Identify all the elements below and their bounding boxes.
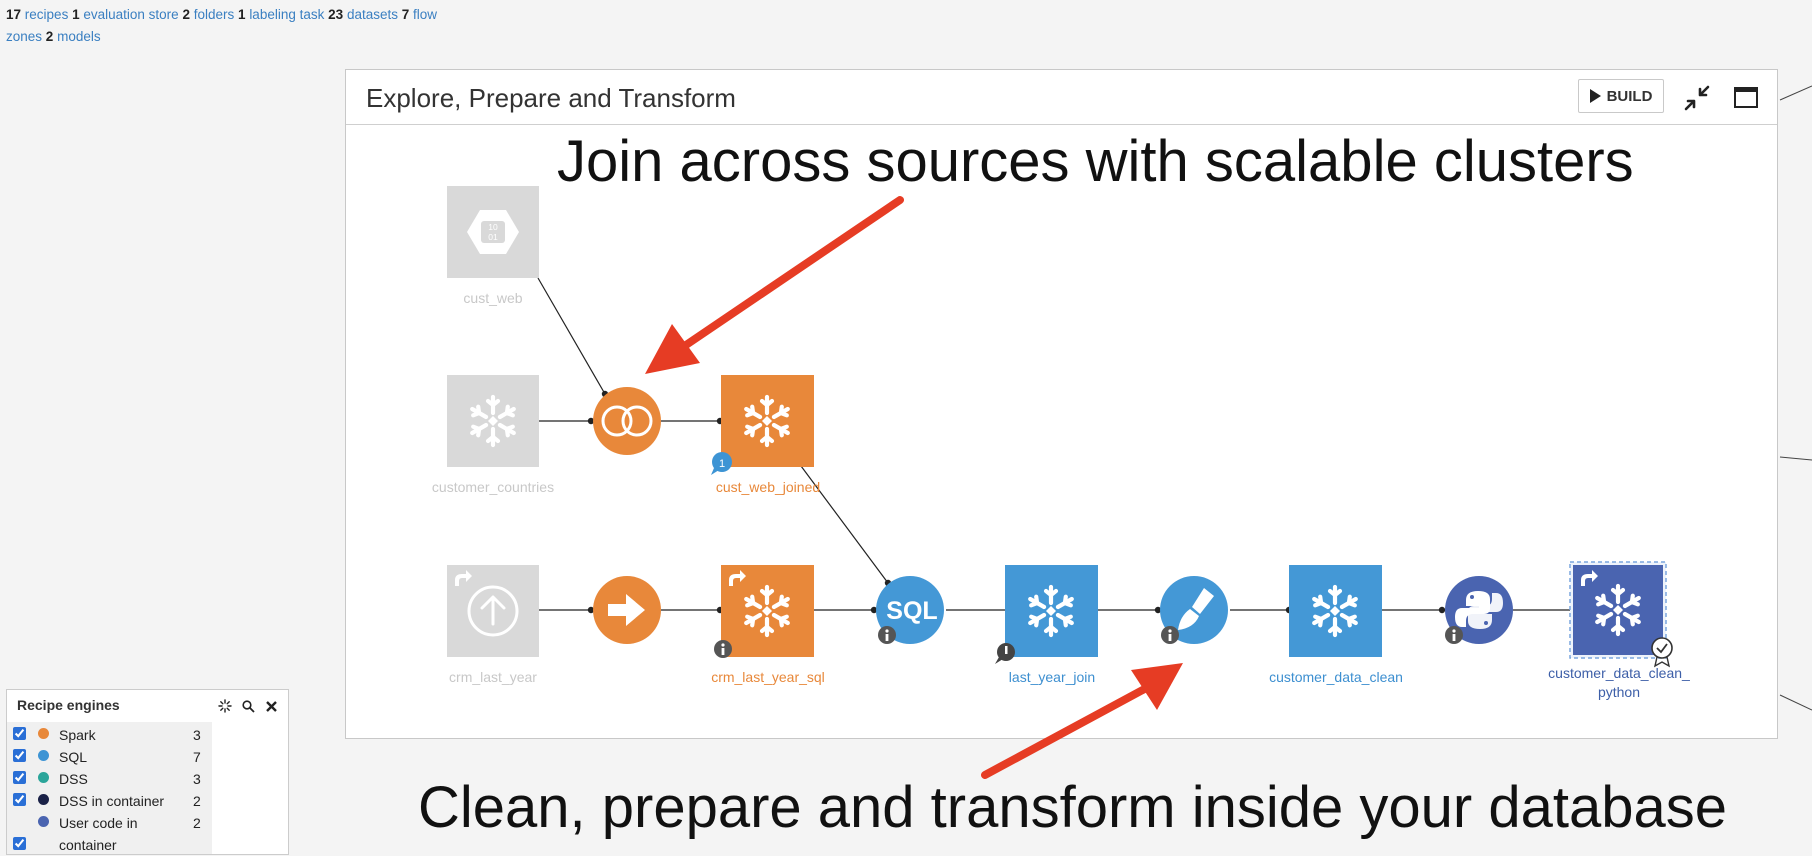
sql-recipe[interactable]: SQL	[876, 576, 944, 644]
dataset-cust-web-joined[interactable]	[721, 375, 814, 467]
info-icon[interactable]	[878, 626, 896, 644]
sync-recipe[interactable]	[593, 576, 661, 644]
legend-item-count: 2	[193, 815, 201, 831]
legend-item-spark[interactable]: Spark 3	[7, 722, 212, 744]
python-recipe[interactable]	[1445, 576, 1513, 644]
dataset-customer-data-clean[interactable]	[1289, 565, 1382, 657]
dataset-customer-countries[interactable]	[447, 375, 539, 467]
build-button-label: BUILD	[1606, 87, 1653, 105]
annotation-top: Join across sources with scalable cluste…	[557, 129, 1634, 194]
sql-color-dot	[38, 750, 49, 761]
svg-text:10: 10	[488, 222, 498, 232]
zone-header: Explore, Prepare and Transform BUILD	[346, 70, 1777, 125]
comment-icon[interactable]	[995, 643, 1015, 664]
refresh-icon[interactable]	[218, 699, 232, 716]
svg-text:1: 1	[719, 458, 725, 470]
dataset-crm-last-year[interactable]	[447, 565, 539, 657]
recipe-engines-legend: Recipe engines Spark 3 SQL 7 DSS 3	[6, 689, 289, 855]
dataset-label: crm_last_year_sql	[711, 669, 825, 685]
folders-link[interactable]: folders	[193, 7, 235, 22]
legend-item-count: 7	[193, 749, 201, 765]
datasets-count: 23	[328, 7, 344, 22]
dataset-label: python	[1598, 684, 1640, 700]
evaluation-store-count: 1	[72, 7, 80, 22]
annotation-bottom: Clean, prepare and transform inside your…	[418, 775, 1727, 840]
legend-checkbox[interactable]	[13, 727, 26, 740]
legend-checkbox[interactable]	[13, 771, 26, 784]
legend-item-count: 3	[193, 771, 201, 787]
models-count: 2	[45, 29, 54, 44]
dataset-crm-last-year-sql[interactable]	[721, 565, 814, 657]
join-recipe[interactable]	[593, 387, 661, 455]
dataset-cust-web[interactable]: 10 01	[447, 186, 539, 278]
models-link[interactable]: models	[57, 29, 101, 44]
legend-item-count: 3	[193, 727, 201, 743]
datasets-link[interactable]: datasets	[346, 7, 398, 22]
legend-item-dss[interactable]: DSS 3	[7, 766, 212, 788]
legend-item-label: User code in container	[59, 815, 138, 853]
evaluation-store-link[interactable]: evaluation store	[83, 7, 179, 22]
spark-color-dot	[38, 728, 49, 739]
collapse-icon[interactable]	[1682, 83, 1712, 113]
legend-item-count: 2	[193, 793, 201, 809]
annotation-arrow-top	[645, 196, 904, 374]
build-button[interactable]: BUILD	[1578, 79, 1664, 113]
discussion-icon[interactable]: 1	[711, 452, 732, 475]
svg-text:SQL: SQL	[886, 597, 937, 625]
legend-checkbox[interactable]	[13, 749, 26, 762]
dataset-label: customer_data_clean	[1269, 669, 1403, 685]
info-icon[interactable]	[1161, 626, 1179, 644]
legend-item-label: SQL	[59, 749, 88, 765]
legend-list: Spark 3 SQL 7 DSS 3 DSS in container 2 U…	[7, 722, 212, 854]
annotation-arrow-bottom	[981, 663, 1183, 779]
maximize-icon[interactable]	[1731, 83, 1761, 113]
dataset-label: cust_web_joined	[716, 479, 820, 495]
dataset-label: cust_web	[463, 290, 522, 306]
zone-title: Explore, Prepare and Transform	[366, 83, 736, 113]
labeling-task-link[interactable]: labeling task	[249, 7, 325, 22]
legend-item-user-code-in-container[interactable]: User code in container 2	[7, 810, 212, 854]
legend-item-sql[interactable]: SQL 7	[7, 744, 212, 766]
flow-zones-count: 7	[401, 7, 410, 22]
recipes-link[interactable]: recipes	[24, 7, 69, 22]
legend-title: Recipe engines	[17, 697, 120, 713]
user-code-color-dot	[38, 816, 49, 827]
dataset-label: customer_data_clean_	[1548, 665, 1690, 681]
play-icon	[1589, 89, 1601, 103]
dataset-label: crm_last_year	[449, 669, 537, 685]
flow-summary: 17 recipes 1 evaluation store 2 folders …	[6, 4, 446, 48]
svg-text:01: 01	[488, 232, 498, 242]
legend-checkbox[interactable]	[13, 793, 26, 806]
certified-badge-icon	[1651, 637, 1673, 668]
legend-toolbar	[218, 699, 278, 716]
prepare-recipe[interactable]	[1160, 576, 1228, 644]
info-icon[interactable]	[714, 640, 732, 658]
info-icon[interactable]	[1445, 626, 1463, 644]
dataset-label: last_year_join	[1009, 669, 1095, 685]
close-icon[interactable]	[265, 700, 278, 716]
recipes-count: 17	[6, 7, 22, 22]
labeling-task-count: 1	[238, 7, 246, 22]
legend-item-dss-in-container[interactable]: DSS in container 2	[7, 788, 212, 810]
legend-checkbox[interactable]	[13, 837, 26, 850]
dataset-customer-data-clean-python[interactable]	[1569, 561, 1667, 659]
dss-container-color-dot	[38, 794, 49, 805]
legend-item-label: DSS in container	[59, 793, 165, 809]
folders-count: 2	[182, 7, 190, 22]
legend-item-label: Spark	[59, 727, 96, 743]
flow-zones-link[interactable]: flow zones	[6, 7, 438, 44]
legend-item-label: DSS	[59, 771, 88, 787]
dataset-label: customer_countries	[432, 479, 554, 495]
dss-color-dot	[38, 772, 49, 783]
dataset-last-year-join[interactable]	[1005, 565, 1098, 657]
search-icon[interactable]	[242, 699, 255, 716]
